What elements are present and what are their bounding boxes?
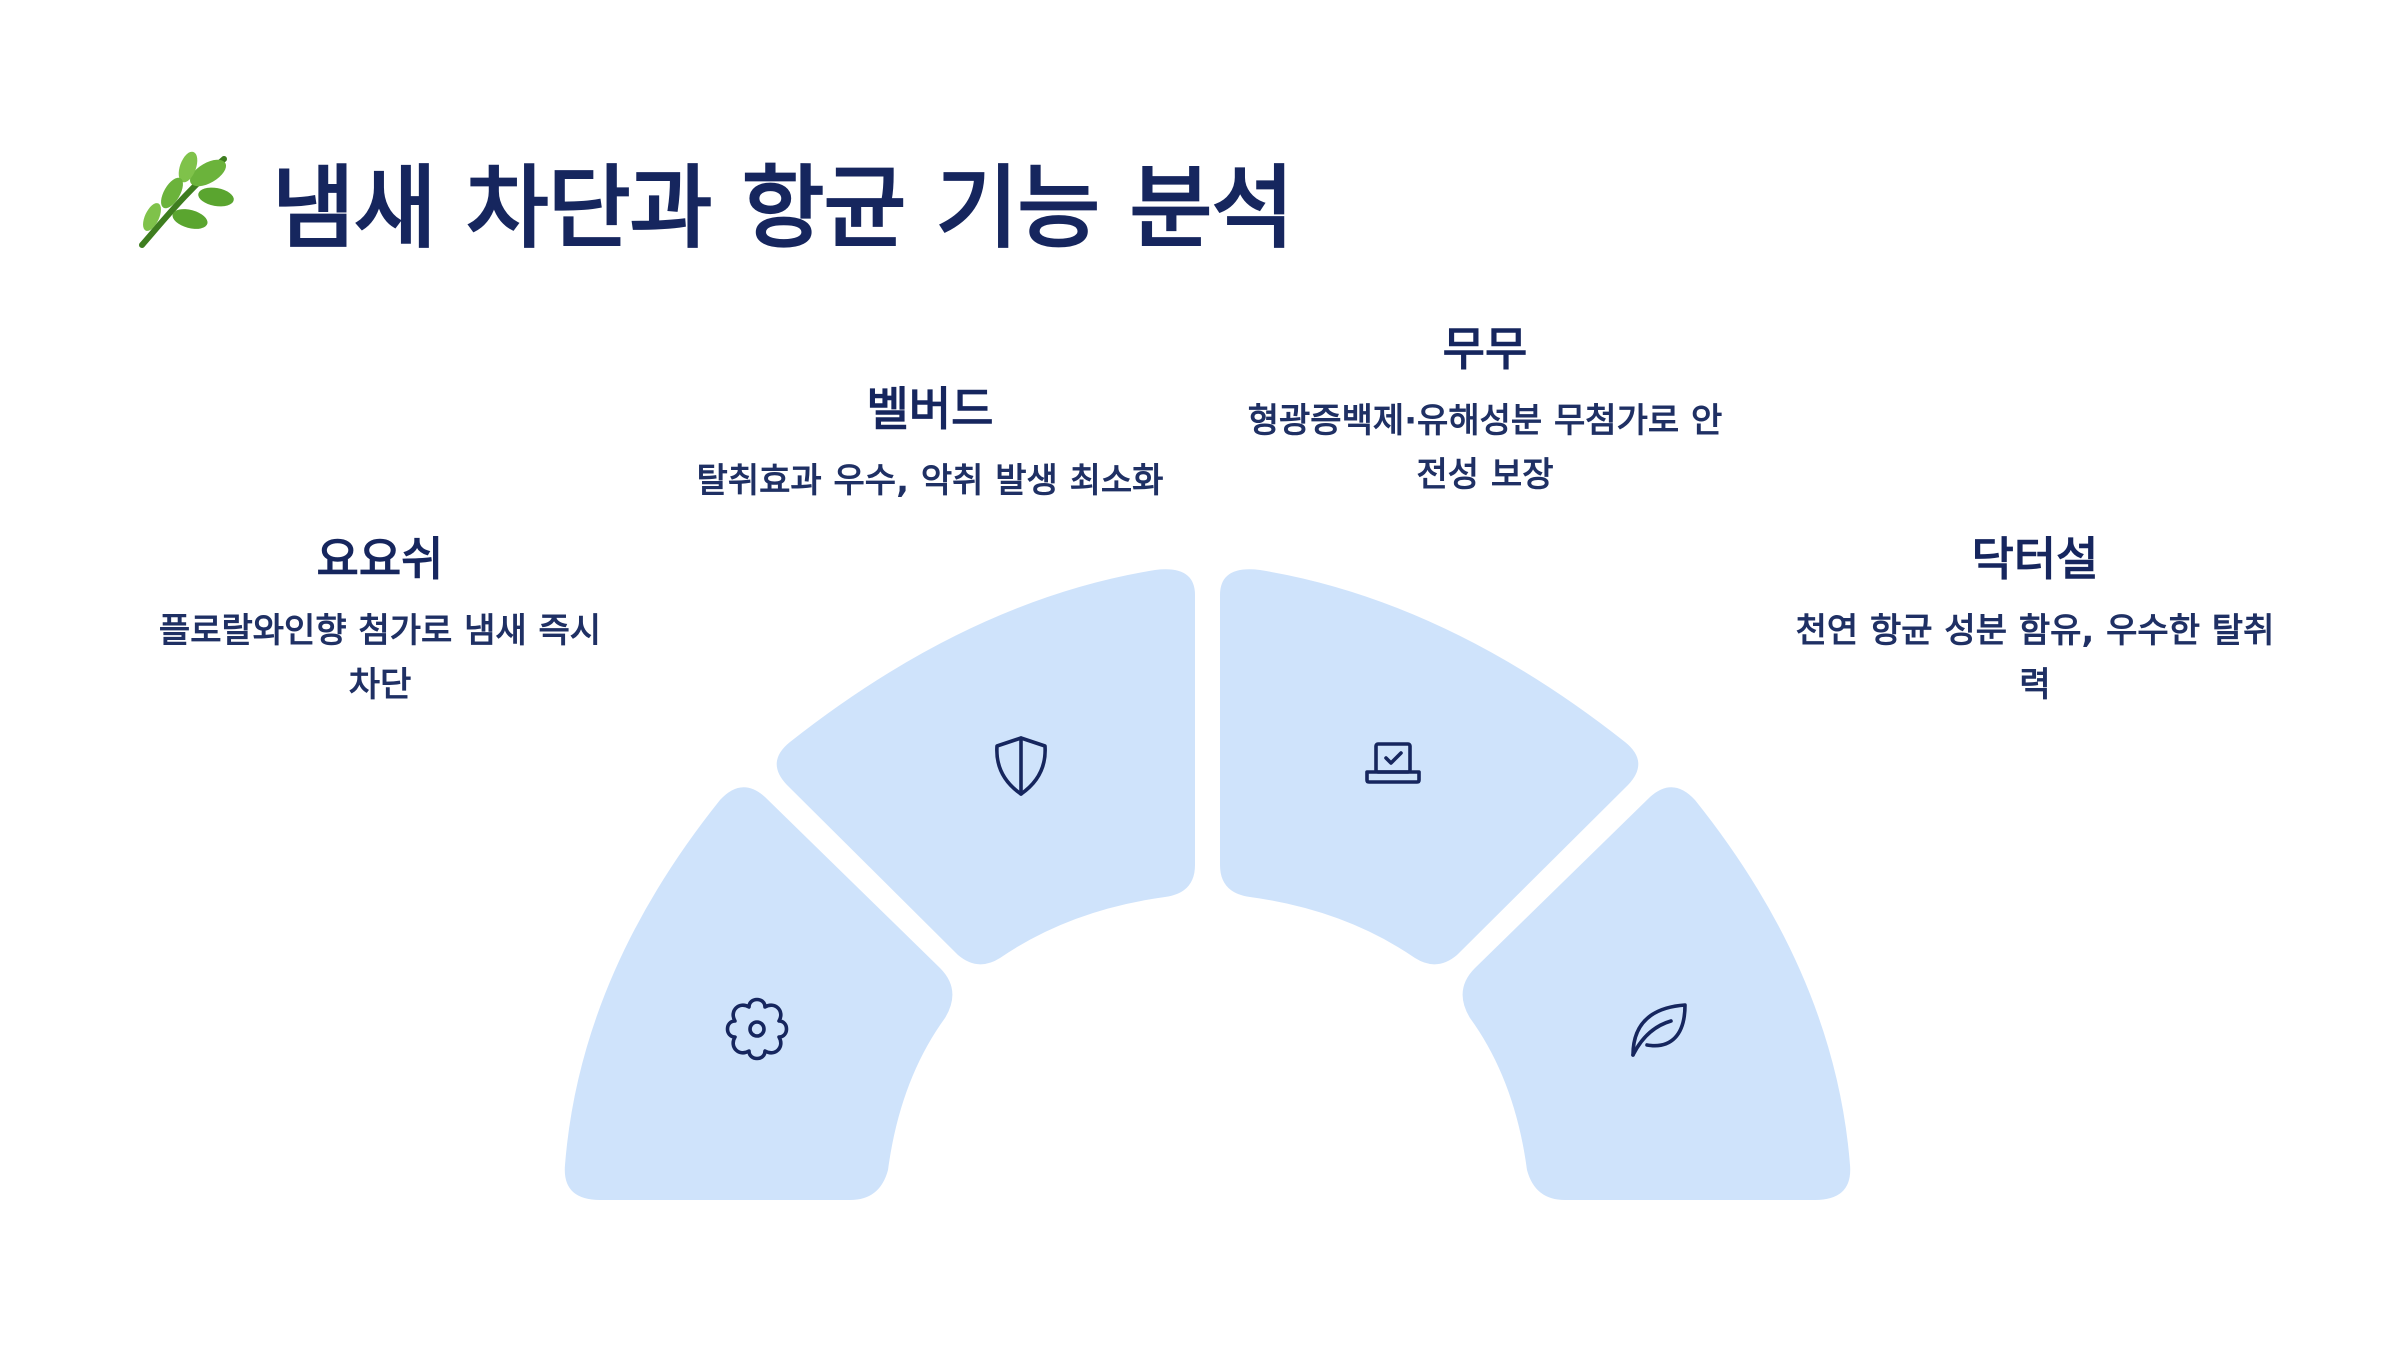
flower-icon [725, 997, 789, 1061]
segment-name: 요요쉬 [316, 532, 444, 586]
segment-mumu [1220, 569, 1639, 965]
laptop-check-icon [1365, 742, 1421, 784]
herb-icon [139, 151, 234, 248]
page-title: 냄새 차단과 항균 기능 분석 [272, 156, 1294, 261]
title-row: 냄새 차단과 항균 기능 분석 [128, 140, 1294, 261]
leaf-icon [1631, 1003, 1687, 1057]
segment-name: 닥터설 [1971, 532, 2099, 586]
label-yoyoshi: 요요쉬 플로랄와인향 첨가로 냄새 즉시 차단 [130, 530, 630, 713]
segment-name: 벨버드 [866, 382, 994, 436]
label-mumu: 무무 형광증백제·유해성분 무첨가로 안 전성 보장 [1215, 320, 1755, 503]
segment-description: 형광증백제·유해성분 무첨가로 안 전성 보장 [1247, 400, 1723, 496]
segment-description: 천연 항균 성분 함유, 우수한 탈취 력 [1795, 610, 2275, 706]
segment-name: 무무 [1442, 322, 1528, 376]
segment-description: 탈취효과 우수, 악취 발생 최소화 [696, 460, 1164, 501]
label-doctorsul: 닥터설 천연 항균 성분 함유, 우수한 탈취 력 [1770, 530, 2300, 713]
segment-doctorsul [1462, 787, 1851, 1200]
shield-icon [995, 736, 1047, 796]
segment-description: 플로랄와인향 첨가로 냄새 즉시 차단 [158, 610, 602, 706]
segment-bellbird [776, 569, 1195, 965]
label-bellbird: 벨버드 탈취효과 우수, 악취 발생 최소화 [650, 380, 1210, 508]
segment-yoyoshi [564, 787, 953, 1200]
